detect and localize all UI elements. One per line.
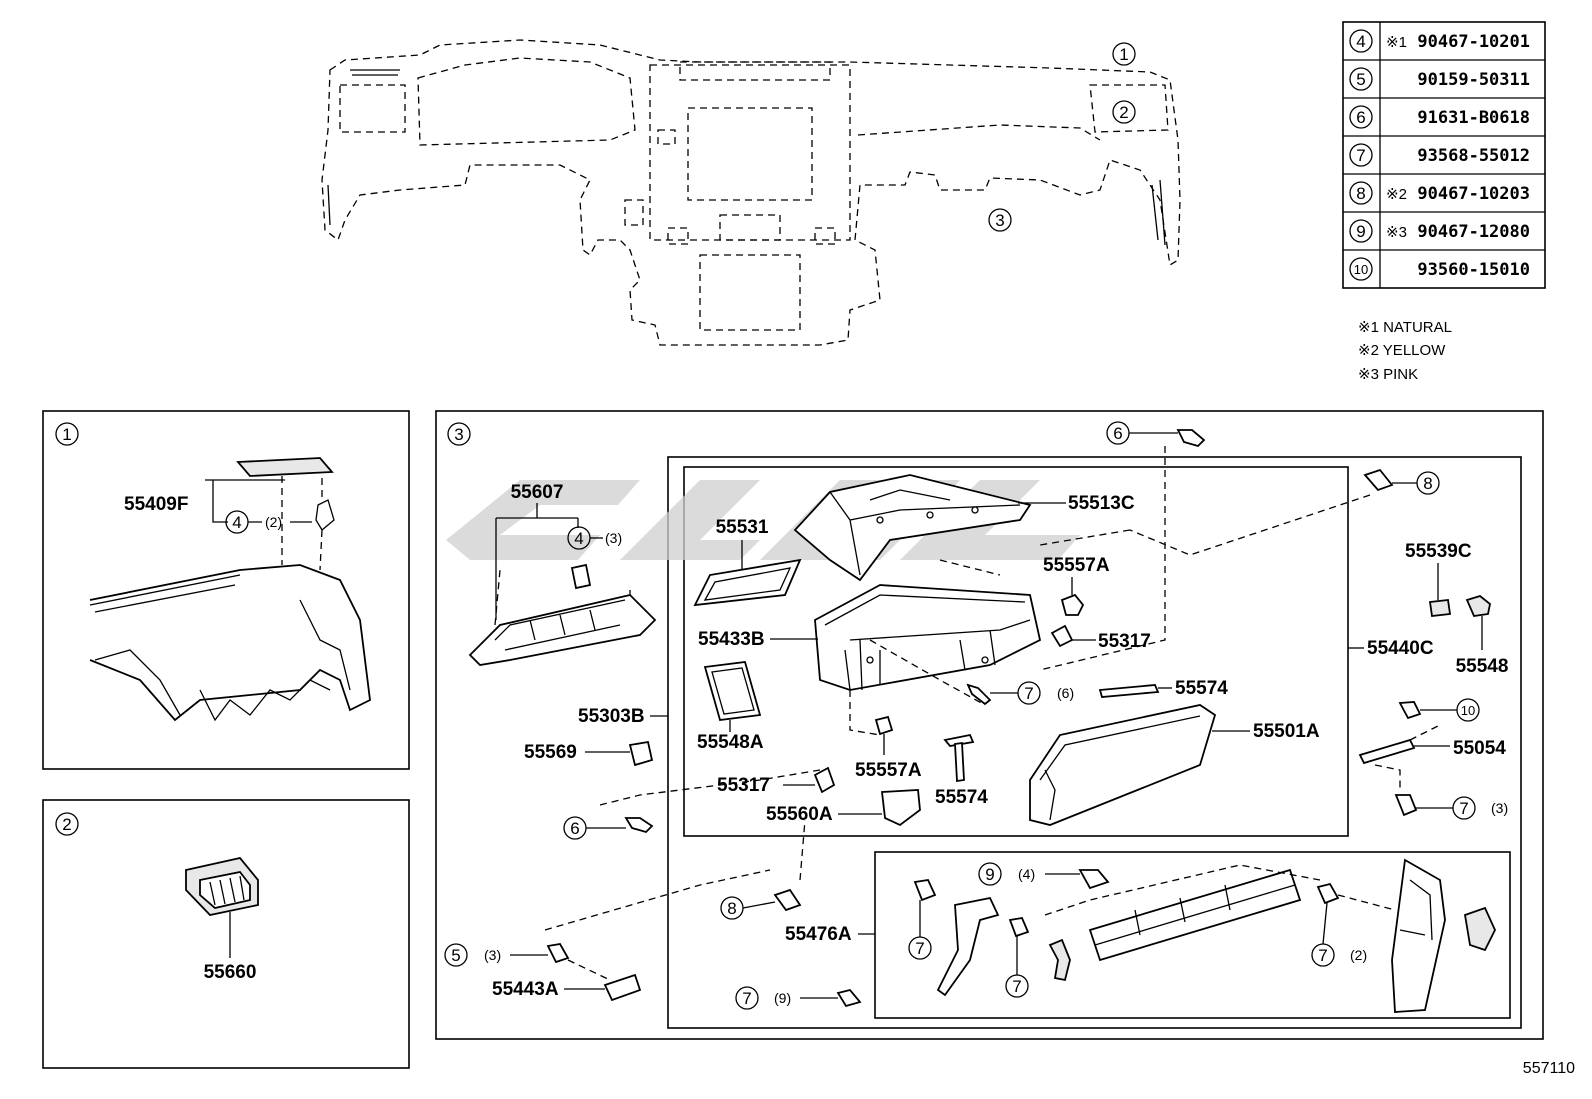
table-row: 8 ※2 90467-10203 xyxy=(1349,181,1530,205)
label-55409F: 55409F xyxy=(124,494,188,515)
svg-text:9: 9 xyxy=(985,865,994,884)
svg-text:90159-50311: 90159-50311 xyxy=(1417,70,1530,90)
detail-panel-2: 2 55660 xyxy=(42,799,410,1069)
svg-text:(2): (2) xyxy=(1350,947,1367,963)
svg-text:※3 PINK: ※3 PINK xyxy=(1358,366,1418,383)
svg-text:5: 5 xyxy=(1356,70,1365,89)
table-row: 6 91631-B0618 xyxy=(1349,105,1530,129)
svg-text:7: 7 xyxy=(742,989,751,1008)
label-55433B: 55433B xyxy=(698,629,765,650)
svg-text:10: 10 xyxy=(1461,703,1475,718)
svg-text:90467-10201: 90467-10201 xyxy=(1417,32,1530,52)
svg-text:1: 1 xyxy=(62,425,71,444)
svg-text:1: 1 xyxy=(1119,45,1128,64)
label-55560A: 55560A xyxy=(766,804,833,825)
svg-text:(9): (9) xyxy=(774,990,791,1006)
svg-text:8: 8 xyxy=(1423,474,1432,493)
svg-text:9: 9 xyxy=(1356,222,1365,241)
svg-text:4: 4 xyxy=(1356,32,1365,51)
label-55443A: 55443A xyxy=(492,979,559,1000)
svg-text:7: 7 xyxy=(1459,799,1468,818)
table-row: 7 93568-55012 xyxy=(1349,143,1530,167)
label-55440C: 55440C xyxy=(1367,638,1434,659)
detail-panel-1: 1 55409F 4 (2) xyxy=(42,410,410,770)
label-55548: 55548 xyxy=(1456,656,1509,677)
svg-text:7: 7 xyxy=(1318,946,1327,965)
label-55513C: 55513C xyxy=(1068,493,1135,514)
svg-text:90467-12080: 90467-12080 xyxy=(1417,222,1530,242)
label-55317-right: 55317 xyxy=(1098,631,1151,652)
label-55574-top: 55574 xyxy=(1175,678,1228,699)
label-55501A: 55501A xyxy=(1253,721,1320,742)
svg-text:※1: ※1 xyxy=(1386,34,1407,51)
svg-text:6: 6 xyxy=(570,819,579,838)
table-row: 4 ※1 90467-10201 xyxy=(1349,29,1530,53)
table-row: 9 ※3 90467-12080 xyxy=(1349,219,1530,243)
svg-text:(3): (3) xyxy=(1491,800,1508,816)
overview-callout-1: 1 xyxy=(1112,42,1136,66)
svg-text:4: 4 xyxy=(232,513,241,532)
detail-panel-3: 3 55607 4 (3) 55531 55513C xyxy=(435,410,1544,1040)
label-55476A: 55476A xyxy=(785,924,852,945)
svg-text:7: 7 xyxy=(1356,146,1365,165)
label-55569: 55569 xyxy=(524,742,577,763)
svg-text:10: 10 xyxy=(1354,262,1368,277)
svg-text:(6): (6) xyxy=(1057,685,1074,701)
svg-text:3: 3 xyxy=(995,211,1004,230)
label-55557A-top: 55557A xyxy=(1043,555,1110,576)
svg-text:7: 7 xyxy=(1024,684,1033,703)
svg-text:(4): (4) xyxy=(1018,866,1035,882)
svg-text:93568-55012: 93568-55012 xyxy=(1417,146,1530,166)
dashboard-overview xyxy=(321,39,1181,346)
svg-text:※2 YELLOW: ※2 YELLOW xyxy=(1358,342,1446,359)
svg-text:6: 6 xyxy=(1356,108,1365,127)
svg-text:(3): (3) xyxy=(484,947,501,963)
label-55054: 55054 xyxy=(1453,738,1506,759)
svg-text:※1 NATURAL: ※1 NATURAL xyxy=(1358,319,1452,336)
svg-text:6: 6 xyxy=(1113,424,1122,443)
svg-text:4: 4 xyxy=(574,529,583,548)
label-55557A-bottom: 55557A xyxy=(855,760,922,781)
label-55548A: 55548A xyxy=(697,732,764,753)
svg-text:7: 7 xyxy=(1012,977,1021,996)
svg-text:2: 2 xyxy=(1119,103,1128,122)
svg-text:8: 8 xyxy=(1356,184,1365,203)
svg-text:91631-B0618: 91631-B0618 xyxy=(1417,108,1530,128)
table-row: 10 93560-15010 xyxy=(1349,257,1530,281)
drawing-number: 557110 xyxy=(1523,1060,1575,1077)
label-55303B: 55303B xyxy=(578,706,645,727)
svg-text:※2: ※2 xyxy=(1386,186,1407,203)
label-55539C: 55539C xyxy=(1405,541,1472,562)
label-55660: 55660 xyxy=(204,962,257,983)
svg-text:(2): (2) xyxy=(265,514,282,530)
svg-text:90467-10203: 90467-10203 xyxy=(1417,184,1530,204)
label-55607: 55607 xyxy=(511,482,564,503)
svg-text:3: 3 xyxy=(454,425,463,444)
part-index-table: 4 ※1 90467-10201 5 90159-50311 6 91631-B… xyxy=(1342,21,1546,289)
label-55531: 55531 xyxy=(716,517,769,538)
overview-callout-2: 2 xyxy=(1112,100,1136,124)
label-55317-left: 55317 xyxy=(717,775,770,796)
svg-text:2: 2 xyxy=(62,815,71,834)
svg-text:5: 5 xyxy=(451,946,460,965)
table-row: 5 90159-50311 xyxy=(1349,67,1530,91)
svg-text:93560-15010: 93560-15010 xyxy=(1417,260,1530,280)
label-55574-bottom: 55574 xyxy=(935,787,988,808)
svg-text:8: 8 xyxy=(727,899,736,918)
overview-callout-3: 3 xyxy=(988,208,1012,232)
svg-text:7: 7 xyxy=(915,939,924,958)
svg-text:※3: ※3 xyxy=(1386,224,1407,241)
svg-text:(3): (3) xyxy=(605,530,622,546)
color-notes: ※1 NATURAL ※2 YELLOW ※3 PINK xyxy=(1358,319,1452,383)
